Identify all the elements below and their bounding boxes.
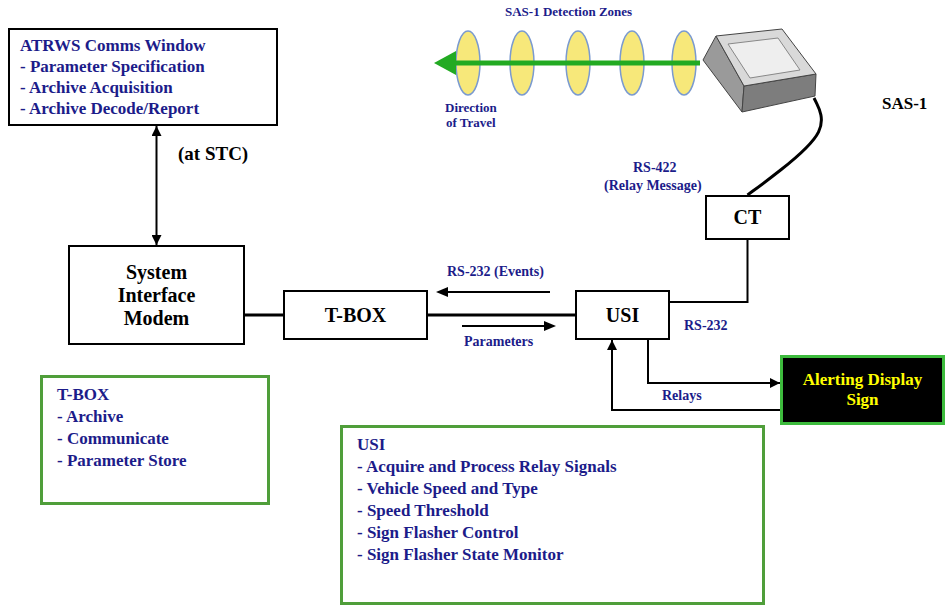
node-heading: T-BOX <box>325 304 387 327</box>
node-text: - Archive Decode/Report <box>20 98 266 119</box>
feature-box: USI- Acquire and Process Relay Signals- … <box>340 425 765 605</box>
annotation-label: Relays <box>662 388 702 404</box>
node-heading: CT <box>734 206 762 229</box>
connector-label: RS-422 <box>632 160 678 176</box>
annotation-label: SAS-1 Detection Zones <box>505 4 632 19</box>
node-heading: USI <box>606 304 639 327</box>
node-text: - Speed Threshold <box>357 500 748 522</box>
node-text: - Archive Acquisition <box>20 77 266 98</box>
node-heading: Alerting Display Sign <box>798 370 928 410</box>
connector <box>648 340 780 383</box>
converter-box: CT <box>705 195 790 240</box>
node-heading: SAS-1 <box>882 94 927 114</box>
sensor-illustration <box>703 29 816 112</box>
window-box: ATRWS Comms Window- Parameter Specificat… <box>8 28 278 126</box>
node-text: - Sign Flasher Control <box>357 522 748 544</box>
node-text: - Parameter Specification <box>20 56 266 77</box>
feature-box: T-BOX- Archive- Communicate- Parameter S… <box>40 375 270 505</box>
annotation-label: Parameters <box>464 334 533 350</box>
annotation-label: Direction of Travel <box>445 100 497 130</box>
travel-arrow <box>452 61 700 66</box>
connector <box>612 340 780 410</box>
tbox-box: T-BOX <box>283 290 428 340</box>
node-text: - Acquire and Process Relay Signals <box>357 456 748 478</box>
node-heading: System Interface Modem <box>99 261 214 330</box>
node-heading: ATRWS Comms Window <box>20 35 266 56</box>
node-heading: T-BOX <box>57 384 253 406</box>
sensor-top <box>716 29 816 86</box>
events-arrowhead <box>436 287 448 297</box>
connector <box>245 314 283 317</box>
usi-box: USI <box>575 290 670 340</box>
node-heading: USI <box>357 434 748 456</box>
parameters-arrowhead <box>544 321 556 331</box>
connector <box>748 98 822 195</box>
node-text: - Parameter Store <box>57 450 253 472</box>
node-text: - Archive <box>57 406 253 428</box>
parameters-arrow <box>462 325 546 327</box>
modem-box: System Interface Modem <box>68 245 245 345</box>
sensor-unit: SAS-1 <box>700 28 818 98</box>
node-text: - Vehicle Speed and Type <box>357 478 748 500</box>
node-text: - Sign Flasher State Monitor <box>357 544 748 566</box>
connector <box>670 240 748 302</box>
connector <box>156 126 158 245</box>
connector <box>428 314 575 317</box>
connector-label: RS-232 <box>683 318 729 334</box>
annotation-label: RS-232 (Events) <box>447 264 544 280</box>
annotation-label: (at STC) <box>178 143 248 165</box>
events-arrow <box>446 291 550 293</box>
sensor-panel <box>728 38 800 78</box>
annotation-label: (Relay Message) <box>604 178 702 194</box>
node-text: - Communicate <box>57 428 253 450</box>
sign-box: Alerting Display Sign <box>780 355 945 425</box>
travel-arrowhead <box>434 51 456 75</box>
